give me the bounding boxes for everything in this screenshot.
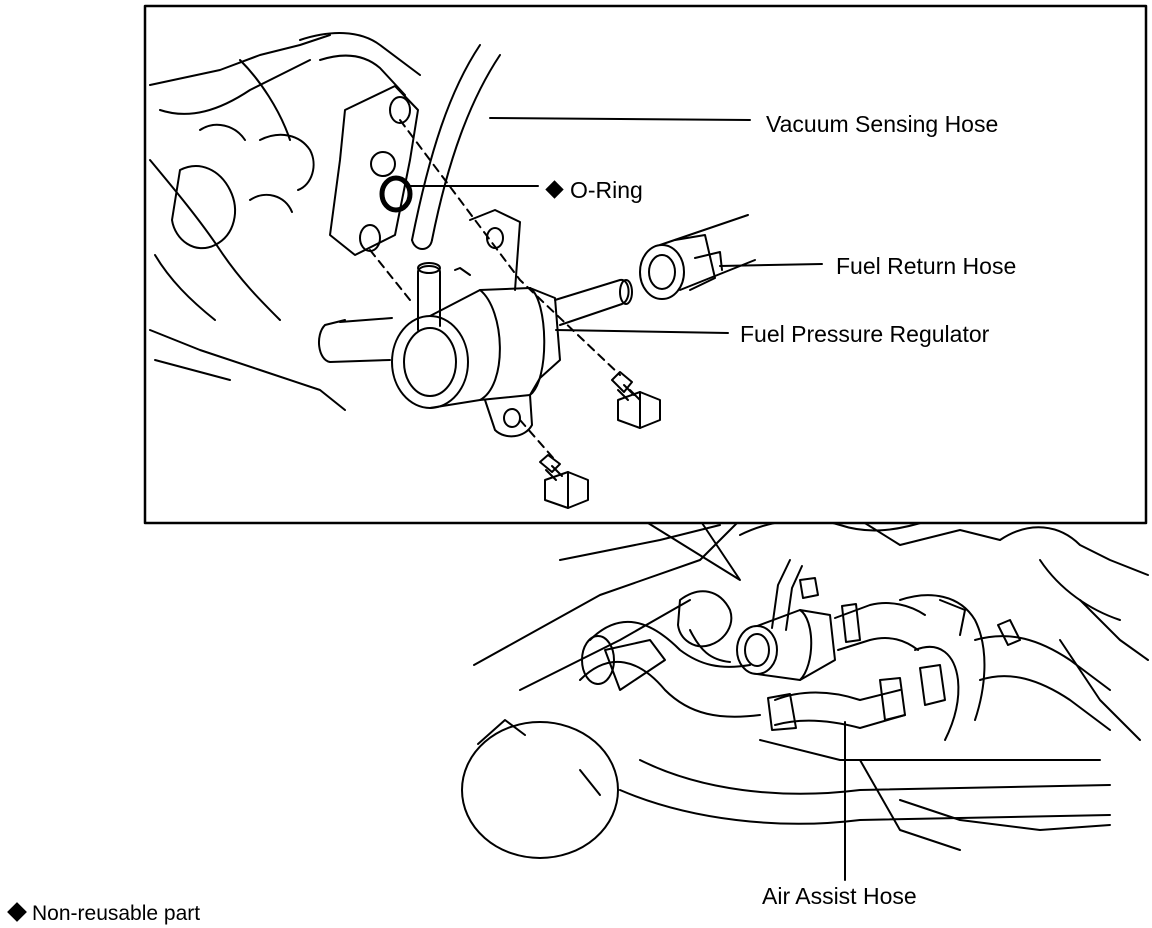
detail-frame — [143, 4, 1148, 525]
o-ring-label: O-Ring — [570, 177, 643, 203]
vacuum-sensing-hose-label: Vacuum Sensing Hose — [766, 111, 999, 137]
legend-text: Non-reusable part — [32, 902, 201, 925]
non-reusable-diamond-icon — [545, 180, 564, 199]
o-ring-part — [379, 175, 413, 213]
fuel-return-hose-label: Fuel Return Hose — [836, 253, 1017, 279]
engine-bay-drawing — [461, 518, 1149, 859]
detail-drawing — [149, 32, 756, 509]
bolt-upper — [611, 371, 661, 429]
non-reusable-diamond-icon — [7, 902, 27, 922]
legend: Non-reusable part — [7, 902, 201, 926]
fuel-return-leader — [719, 263, 823, 267]
air-assist-hose-label: Air Assist Hose — [762, 883, 917, 909]
vacuum-hose-leader — [489, 117, 751, 121]
fuel-pressure-regulator-label: Fuel Pressure Regulator — [740, 321, 990, 347]
bolt-lower — [539, 454, 589, 509]
o-ring-label-group: O-Ring — [545, 177, 643, 203]
fuel-pressure-leader — [555, 329, 729, 334]
zoom-pointer — [647, 522, 741, 581]
